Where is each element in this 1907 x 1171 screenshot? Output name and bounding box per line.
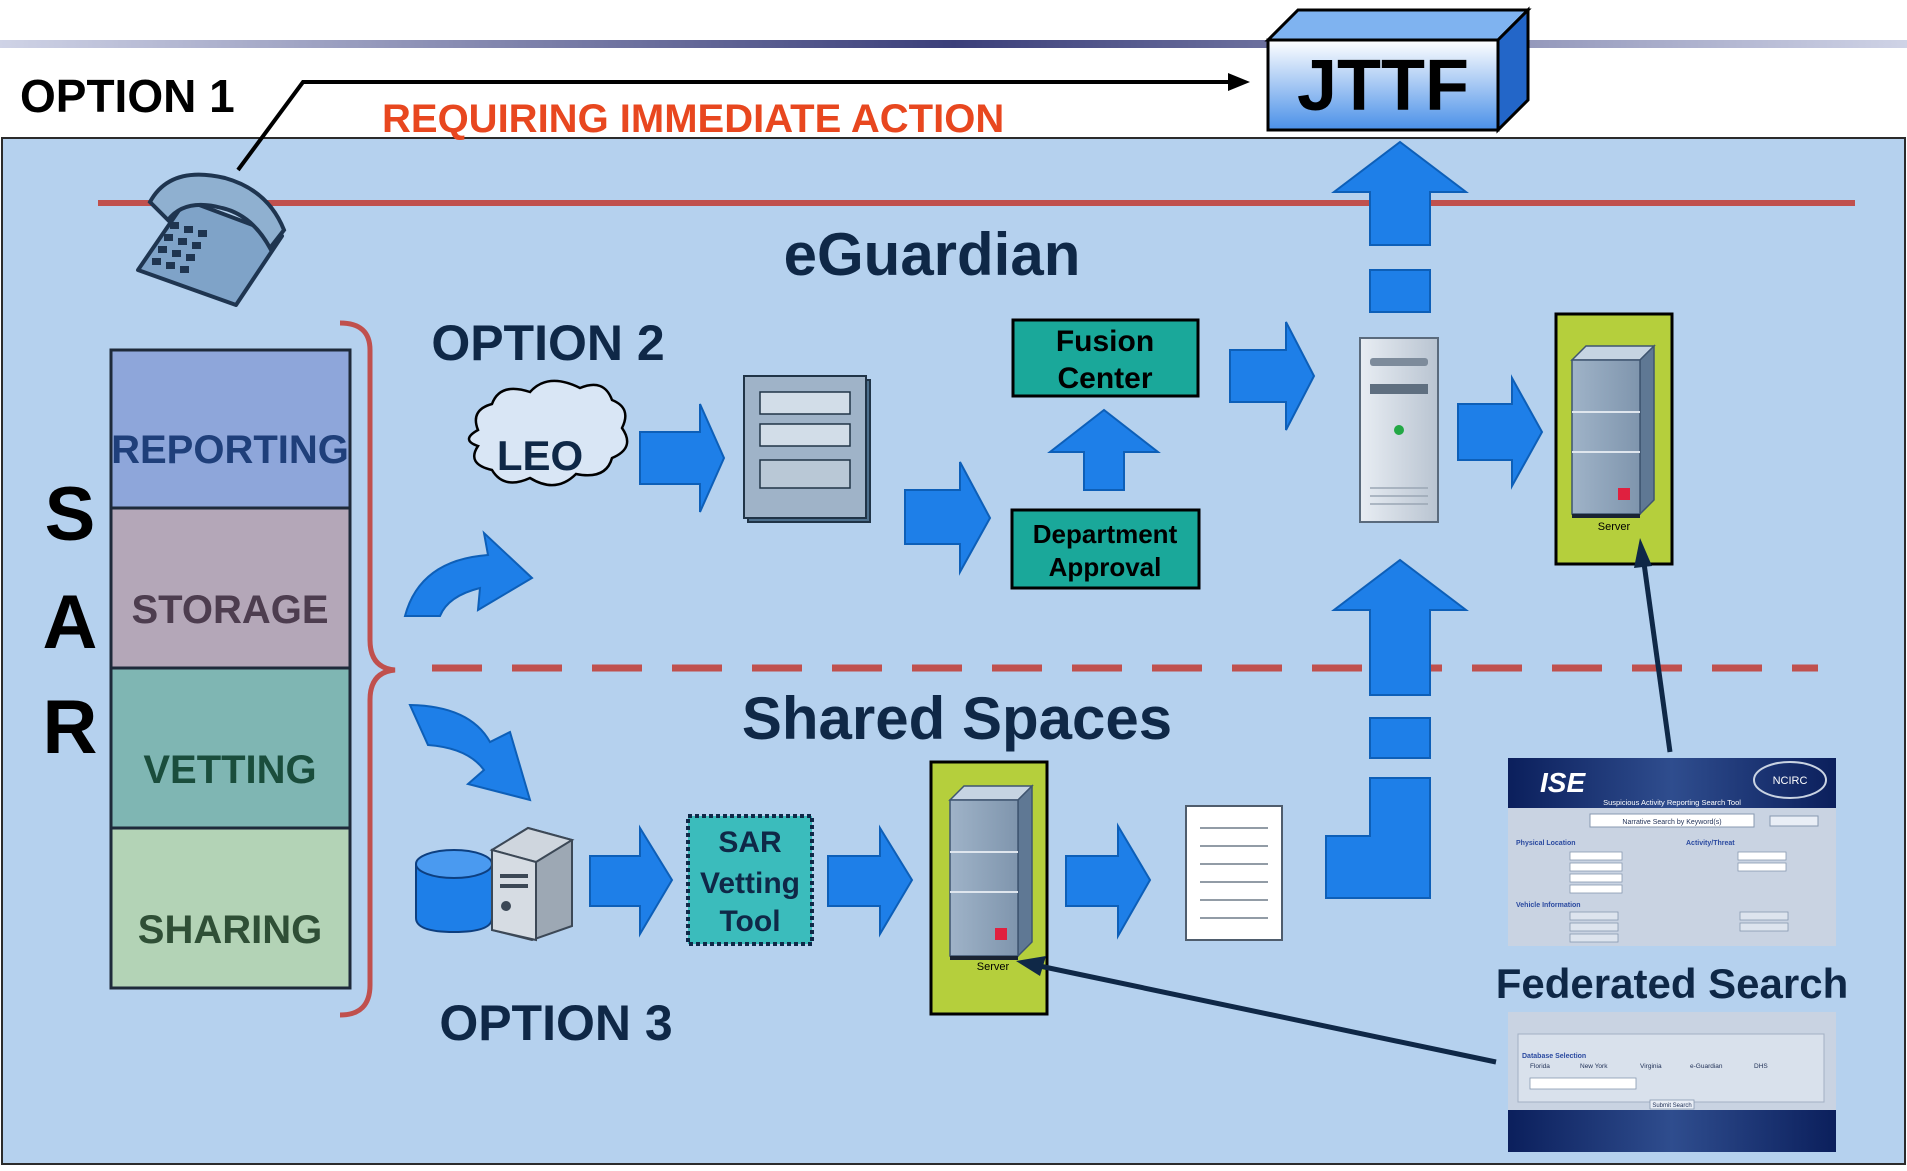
sar-letter-a: A xyxy=(43,580,98,665)
arrow-tower-to-server xyxy=(1457,374,1544,490)
stage-sharing xyxy=(109,826,352,990)
tower-computer-icon xyxy=(1359,337,1439,523)
leo-cloud: LEO xyxy=(467,379,629,487)
stage-storage-label: STORAGE xyxy=(131,588,328,632)
federated-search-connectors xyxy=(1016,538,1673,1065)
arrow-database-to-vetting xyxy=(589,824,674,938)
curved-arrow-up xyxy=(403,530,534,617)
eguardian-server-icon: Server xyxy=(1554,312,1674,566)
vetting-tool-line1: SAR xyxy=(718,826,782,859)
stage-vetting xyxy=(109,666,352,830)
fs-search-label: Narrative Search by Keyword(s) xyxy=(1622,819,1721,826)
fusion-center-line1: Fusion xyxy=(1056,325,1154,358)
fs-logo-left: ISE xyxy=(1540,767,1586,798)
fs-heading: Suspicious Activity Reporting Search Too… xyxy=(1603,798,1741,807)
fs-logo-right: NCIRC xyxy=(1773,775,1808,787)
stage-sharing-label: SHARING xyxy=(138,908,322,952)
fs-db-virginia: Virginia xyxy=(1640,1063,1662,1070)
jttf-box: JTTF xyxy=(1264,6,1532,134)
arrow-leo-to-form xyxy=(639,403,726,513)
sar-letter-s: S xyxy=(45,472,96,557)
arrow-shared-to-tower xyxy=(1325,558,1469,899)
curved-arrow-down xyxy=(408,703,532,802)
arrow-department-to-fusion xyxy=(1047,408,1161,491)
shared-spaces-title: Shared Spaces xyxy=(742,685,1172,752)
option1-arrowhead xyxy=(1228,73,1250,91)
sar-vetting-tool-box: SAR Vetting Tool xyxy=(686,814,814,946)
stage-vetting-label: VETTING xyxy=(143,748,316,792)
fs-db-new-york: New York xyxy=(1580,1063,1608,1070)
flow-arrows xyxy=(589,321,1544,940)
fs-db-florida: Florida xyxy=(1530,1063,1550,1070)
eguardian-server-caption: Server xyxy=(1598,521,1631,533)
department-approval-line1: Department xyxy=(1033,519,1178,549)
vetting-tool-line2: Vetting xyxy=(700,867,800,900)
top-decorative-rule xyxy=(0,40,1907,48)
arrow-form-to-department xyxy=(904,461,992,576)
option1-connector xyxy=(236,80,1232,172)
fs-physical-location: Physical Location xyxy=(1516,840,1576,847)
fs-db-eguardian: e-Guardian xyxy=(1690,1063,1723,1070)
shared-spaces-server-icon: Server xyxy=(929,760,1049,1016)
stage-reporting-label: REPORTING xyxy=(111,428,349,472)
sar-curly-brace xyxy=(339,320,396,1018)
vetting-tool-line3: Tool xyxy=(719,905,780,938)
option1-label: OPTION 1 xyxy=(20,70,235,122)
document-icon xyxy=(1185,805,1283,941)
option2-label: OPTION 2 xyxy=(431,315,664,371)
federated-search-screenshot-lower: Database Selection Florida New York Virg… xyxy=(1508,1012,1836,1152)
arrow-fusion-to-tower xyxy=(1229,321,1316,431)
fs-vehicle-information: Vehicle Information xyxy=(1516,902,1581,909)
shared-spaces-server-caption: Server xyxy=(977,961,1010,973)
fs-submit-button: Submit Search xyxy=(1652,1103,1691,1109)
database-server-icon xyxy=(415,826,575,942)
department-approval-box: Department Approval xyxy=(1010,508,1201,590)
federated-search-screenshot: ISE NCIRC Suspicious Activity Reporting … xyxy=(1508,758,1836,946)
sar-stage-stack: REPORTING STORAGE VETTING SHARING xyxy=(109,348,352,990)
telephone-icon xyxy=(136,172,287,307)
fusion-center-line2: Center xyxy=(1057,362,1152,395)
fs-db-dhs: DHS xyxy=(1754,1063,1768,1070)
federated-search-caption: Federated Search xyxy=(1496,960,1849,1007)
jttf-label: JTTF xyxy=(1297,46,1469,126)
fusion-center-box: Fusion Center xyxy=(1011,318,1200,398)
sar-letter-r: R xyxy=(43,685,98,770)
arrow-server-to-document xyxy=(1065,822,1152,940)
arrow-to-jttf xyxy=(1331,140,1469,313)
leo-label: LEO xyxy=(497,432,583,479)
eguardian-title: eGuardian xyxy=(784,221,1081,288)
immediate-action-label: REQUIRING IMMEDIATE ACTION xyxy=(382,97,1004,141)
form-window-icon xyxy=(743,375,871,523)
federated-search-caption-bg xyxy=(1496,950,1858,1010)
fs-database-selection: Database Selection xyxy=(1522,1053,1586,1060)
fs-activity-threat: Activity/Threat xyxy=(1686,840,1735,847)
department-approval-line2: Approval xyxy=(1049,552,1162,582)
option3-label: OPTION 3 xyxy=(439,995,672,1051)
arrow-vetting-to-server xyxy=(827,824,914,938)
